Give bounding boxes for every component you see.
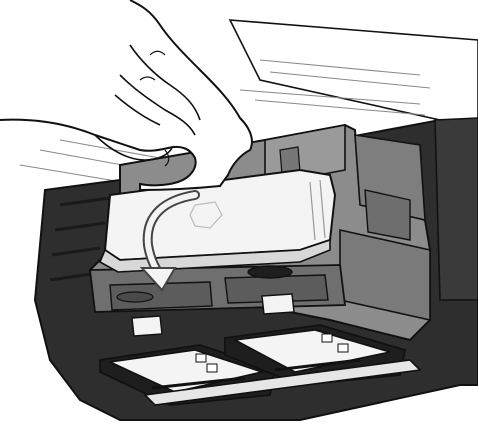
cartridge-tray-ledge [143, 359, 422, 406]
curved-arrow-icon [139, 190, 200, 292]
hand-icon [0, 0, 253, 192]
lid-emboss-icon [189, 201, 223, 229]
ink-drop-icon [195, 353, 207, 363]
ink-drop-icon [321, 333, 333, 343]
